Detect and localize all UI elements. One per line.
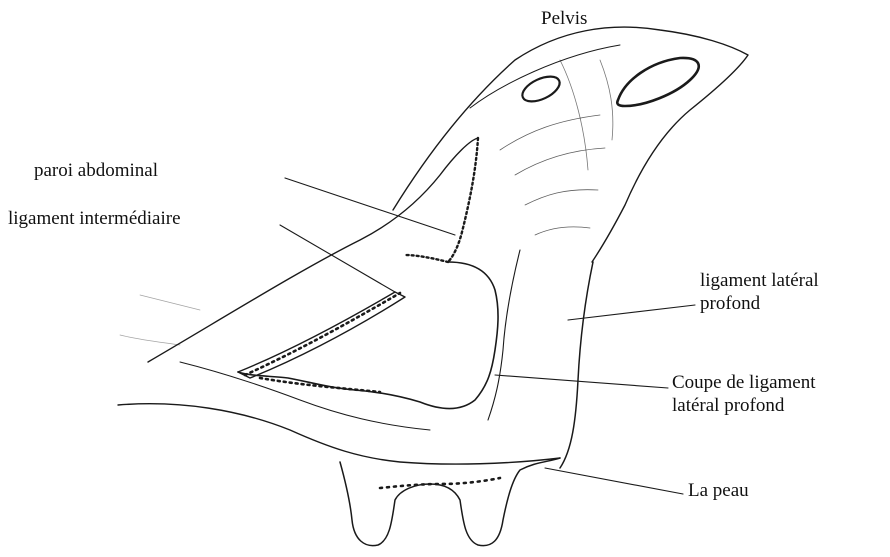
abdominal-wall-outline	[148, 138, 478, 362]
label-paroi-abdominal: paroi abdominal	[34, 160, 158, 183]
foramen-small	[519, 71, 564, 106]
label-ligament-intermediaire: ligament intermédiaire	[8, 208, 181, 231]
label-ligament-lateral-line1: ligament latéral	[700, 270, 870, 293]
skin-dots	[380, 478, 500, 488]
pelvis-fibre-6	[600, 60, 613, 140]
label-coupe-line2: latéral profond	[672, 395, 887, 418]
label-coupe-line1: Coupe de ligament	[672, 372, 887, 395]
leader-ligament-lateral	[568, 305, 695, 320]
ligament-lateral-band	[560, 262, 593, 468]
pelvis-fibre-2	[515, 148, 605, 175]
foramen-large	[617, 58, 698, 106]
abdominal-wall-dotted	[448, 138, 478, 262]
skin-outline	[340, 458, 560, 546]
pelvis-fibre-4	[535, 227, 590, 235]
label-ligament-lateral-line2: profond	[700, 293, 870, 316]
leader-ligament-intermediaire	[280, 225, 395, 292]
label-ligament-lateral-profond: ligament latéral profond	[700, 270, 870, 316]
pelvis-fibre-3	[525, 190, 598, 205]
pelvis-fibre-5	[560, 60, 588, 170]
coupe-outline	[238, 262, 498, 409]
intermediate-ligament-dots	[245, 293, 400, 375]
faint-left-stroke	[140, 295, 200, 310]
label-la-peau: La peau	[688, 480, 749, 503]
label-pelvis: Pelvis	[541, 8, 587, 31]
lower-body-inner	[180, 362, 430, 430]
ligament-lateral-inner	[488, 250, 520, 420]
faint-left-stroke-2	[120, 335, 180, 345]
leader-coupe	[495, 375, 668, 388]
label-coupe-ligament: Coupe de ligament latéral profond	[672, 372, 887, 418]
coupe-dotted-edge	[260, 378, 380, 392]
leader-peau	[545, 468, 683, 494]
abdominal-wall-dotted-2	[405, 255, 448, 262]
